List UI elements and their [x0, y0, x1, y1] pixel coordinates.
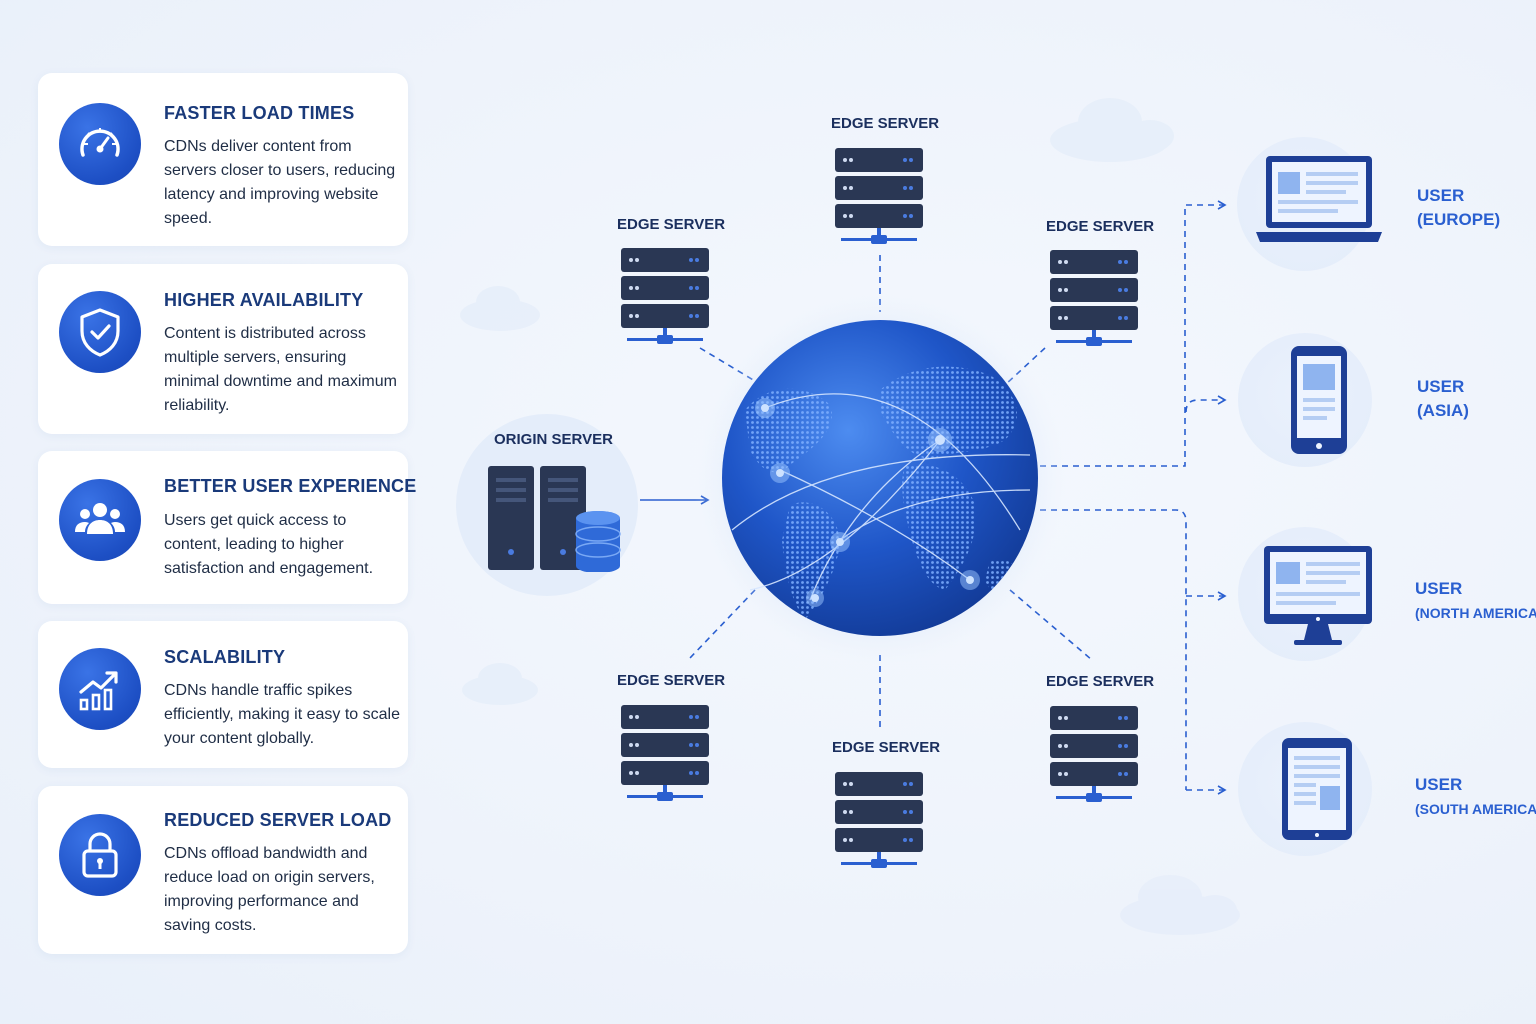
edge-server-label-bottom: EDGE SERVER [832, 739, 941, 756]
benefit-card-faster-load: FASTER LOAD TIMES CDNs deliver content f… [38, 73, 408, 246]
user-label-line1: USER [1417, 186, 1465, 205]
edge-server-label-top: EDGE SERVER [831, 115, 940, 132]
user-north-america-label: USER (NORTH AMERICA) [1415, 577, 1536, 625]
user-europe-label: USER (EUROPE) [1417, 184, 1500, 232]
edge-server-label-upper-right: EDGE SERVER [1046, 218, 1155, 235]
card-title: HIGHER AVAILABILITY [164, 290, 364, 310]
globe [694, 292, 1066, 664]
edge-server-label-lower-right: EDGE SERVER [1046, 673, 1155, 690]
user-label-line1: USER [1417, 377, 1465, 396]
user-asia-label: USER (ASIA) [1417, 375, 1469, 423]
card-description: Content is distributed across multiple s… [164, 325, 397, 414]
user-label-line2: (EUROPE) [1417, 210, 1501, 229]
card-title: SCALABILITY [164, 647, 286, 667]
lock-icon [59, 814, 141, 896]
benefit-card-reduced-load: REDUCED SERVER LOAD CDNs offload bandwid… [38, 786, 408, 954]
edge-server-icon-lower-right [1050, 706, 1138, 802]
user-label-line2: (NORTH AMERICA) [1415, 605, 1536, 621]
edge-server-icon-upper-right [1050, 250, 1138, 346]
edge-server-label-lower-left: EDGE SERVER [617, 672, 726, 689]
users-icon [59, 479, 141, 561]
user-label-line2: (ASIA) [1417, 401, 1469, 420]
user-label-line1: USER [1415, 579, 1463, 598]
card-title: REDUCED SERVER LOAD [164, 810, 392, 830]
laptop-icon [1256, 156, 1382, 242]
edge-server-icon-top [835, 148, 923, 244]
user-south-america-label: USER (SOUTH AMERICA) [1415, 773, 1536, 821]
card-description: Users get quick access to content, leadi… [164, 512, 374, 577]
card-description: CDNs offload bandwidth and reduce load o… [164, 845, 375, 934]
origin-server-label: ORIGIN SERVER [494, 431, 613, 448]
card-title: BETTER USER EXPERIENCE [164, 476, 417, 496]
edge-server-icon-upper-left [621, 248, 709, 344]
benefit-card-scalability: SCALABILITY CDNs handle traffic spikes e… [38, 621, 408, 768]
edge-server-icon-lower-left [621, 705, 709, 801]
speedometer-icon [59, 103, 141, 185]
origin-server-icon [488, 466, 621, 572]
shield-check-icon [59, 291, 141, 373]
user-label-line1: USER [1415, 775, 1463, 794]
user-label-line2: (SOUTH AMERICA) [1415, 801, 1536, 817]
card-title: FASTER LOAD TIMES [164, 103, 355, 123]
benefit-card-availability: HIGHER AVAILABILITY Content is distribut… [38, 264, 408, 434]
card-description: CDNs handle traffic spikes efficiently, … [164, 682, 400, 747]
edge-server-icon-bottom [835, 772, 923, 868]
benefit-card-user-experience: BETTER USER EXPERIENCE Users get quick a… [38, 451, 416, 604]
tablet-icon [1282, 738, 1352, 840]
growth-chart-icon [59, 648, 141, 730]
desktop-monitor-icon [1264, 546, 1372, 645]
card-description: CDNs deliver content from servers closer… [164, 138, 396, 227]
smartphone-icon [1291, 346, 1347, 454]
edge-server-label-upper-left: EDGE SERVER [617, 216, 726, 233]
